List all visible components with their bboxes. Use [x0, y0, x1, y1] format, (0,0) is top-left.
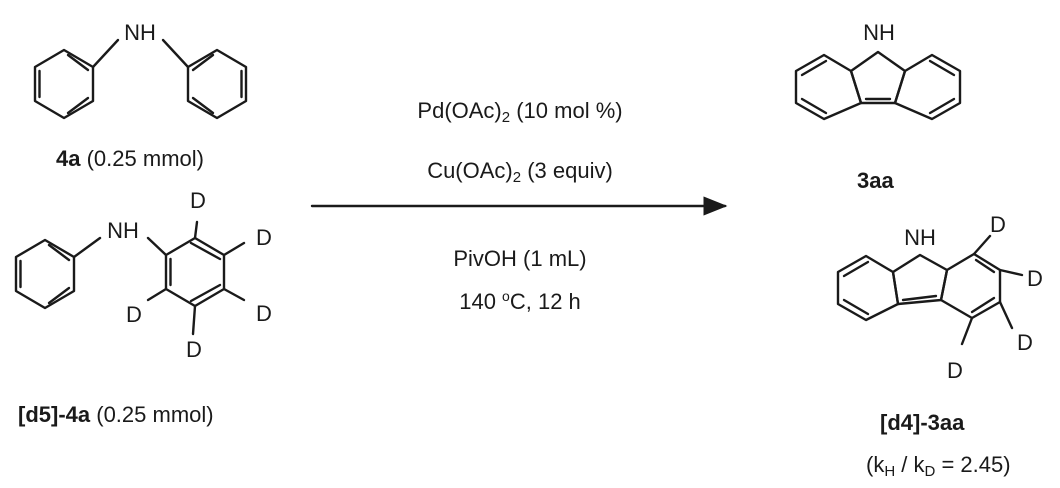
- deuterium-label: D: [256, 301, 272, 326]
- deuterium-label: D: [1017, 330, 1033, 355]
- oxidant-condition: Cu(OAc)2 (3 equiv): [427, 158, 613, 186]
- diphenylamine-structure: NH: [33, 20, 248, 120]
- nh-atom-label: NH: [124, 20, 156, 45]
- solvent-condition: PivOH (1 mL): [453, 246, 587, 271]
- deuterium-label: D: [947, 358, 963, 383]
- deuterium-label: D: [1027, 266, 1043, 291]
- nh-atom-label: NH: [863, 20, 895, 45]
- deuterated-diphenylamine-structure: NH D D D D D: [14, 188, 272, 362]
- deuterium-label: D: [190, 188, 206, 213]
- deuterium-label: D: [186, 337, 202, 362]
- compound-code: 4a: [56, 146, 81, 171]
- deuterated-carbazole-structure: NH D D D D: [836, 212, 1043, 383]
- carbazole-structure: NH: [794, 20, 962, 121]
- nh-atom-label: NH: [904, 225, 936, 250]
- product-d4-3aa-label: [d4]-3aa: [880, 410, 964, 436]
- product-3aa-label: 3aa: [857, 168, 894, 194]
- compound-code: [d5]-4a: [18, 402, 91, 427]
- kinetic-isotope-effect-label: (kH / kD = 2.45): [866, 452, 1011, 480]
- nh-atom-label: NH: [107, 218, 139, 243]
- compound-amount: (0.25 mmol): [96, 402, 214, 427]
- deuterium-label: D: [126, 302, 142, 327]
- compound-amount: (0.25 mmol): [86, 146, 204, 171]
- compound-code: [d4]-3aa: [880, 410, 965, 435]
- deuterium-label: D: [990, 212, 1006, 237]
- catalyst-condition: Pd(OAc)2 (10 mol %): [417, 98, 623, 126]
- reactant-4a-label: 4a (0.25 mmol): [56, 146, 204, 172]
- deuterium-label: D: [256, 225, 272, 250]
- compound-code: 3aa: [857, 168, 894, 193]
- reactant-d5-4a-label: [d5]-4a (0.25 mmol): [18, 402, 214, 428]
- temperature-time-condition: 140 oC, 12 h: [459, 288, 581, 314]
